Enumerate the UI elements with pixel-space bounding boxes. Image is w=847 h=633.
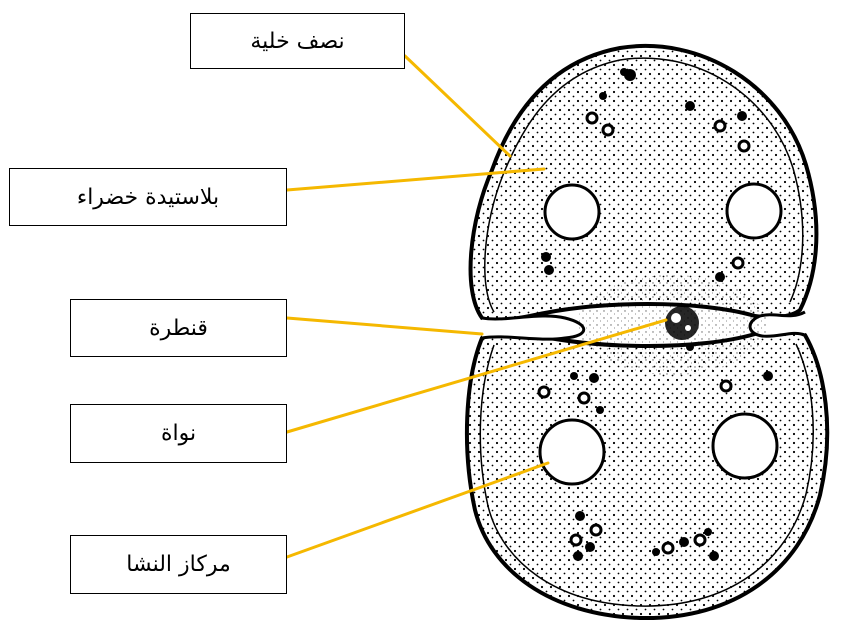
pyrenoid [711, 412, 779, 480]
leader-pyrenoid [285, 461, 550, 559]
pyrenoid [725, 182, 783, 240]
label-half-cell: نصف خلية [190, 13, 405, 69]
nucleus [665, 306, 699, 351]
label-nucleus: نواة [70, 404, 287, 463]
label-chloroplast: بلاستيدة خضراء [9, 168, 287, 226]
leader-chloroplast [285, 167, 546, 192]
leader-half-cell [403, 54, 512, 158]
leader-lines [285, 54, 668, 559]
label-pyrenoid: مركاز النشا [70, 535, 287, 594]
leader-nucleus [285, 318, 668, 434]
granules [537, 68, 773, 561]
pyrenoid [538, 418, 606, 486]
leader-bridge [285, 316, 484, 336]
pyrenoid [543, 183, 601, 241]
label-bridge: قنطرة [70, 299, 287, 357]
pyrenoids [538, 182, 783, 486]
